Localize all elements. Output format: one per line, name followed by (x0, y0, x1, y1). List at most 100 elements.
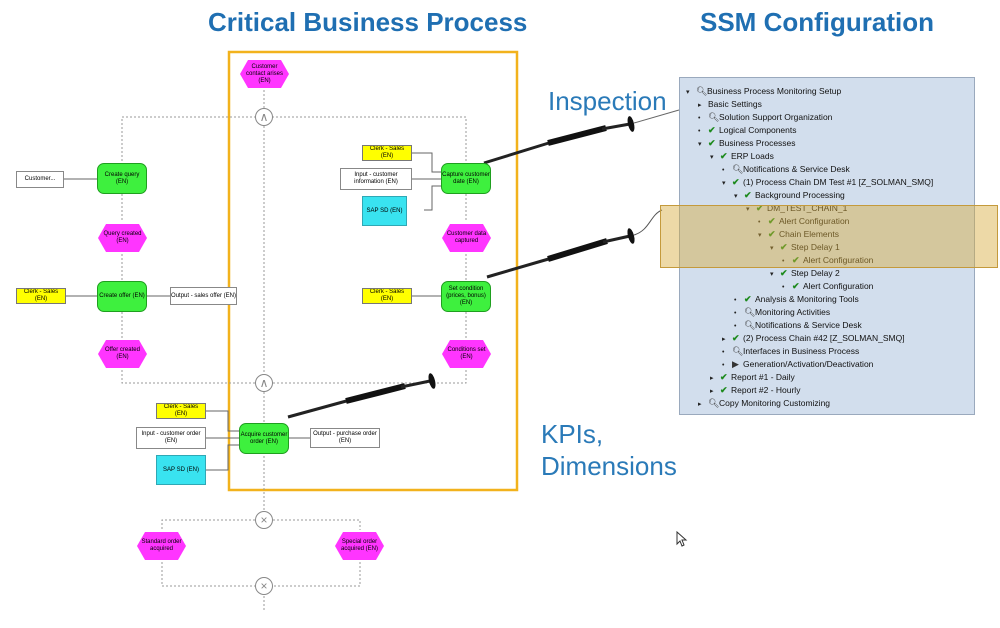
system-sap-sd-bottom[interactable]: SAP SD (EN) (156, 455, 206, 485)
tree-item[interactable]: •🔍︎Interfaces in Business Process (722, 345, 859, 358)
event-customer-contact[interactable]: Customer contact arises (EN) (245, 63, 284, 84)
tree-item-label: Alert Configuration (803, 255, 874, 265)
xor-connector-join[interactable]: × (255, 577, 273, 595)
collapsed-arrow-icon[interactable]: ▸ (710, 388, 714, 395)
tree-item[interactable]: •✔Alert Configuration (782, 280, 873, 293)
leaf-bullet-icon[interactable]: • (758, 219, 761, 226)
expanded-arrow-icon[interactable]: ▾ (710, 154, 714, 161)
leaf-bullet-icon[interactable]: • (698, 115, 701, 122)
event-conditions-set[interactable]: Conditions set (EN) (447, 347, 486, 360)
check-icon: ✔ (768, 229, 776, 239)
role-clerk-sales-capture[interactable]: Clerk - Sales (EN) (362, 145, 412, 161)
tree-item[interactable]: ▾✔(1) Process Chain DM Test #1 [Z_SOLMAN… (722, 176, 933, 189)
tree-item[interactable]: ▾✔Step Delay 1 (770, 241, 840, 254)
expanded-arrow-icon[interactable]: ▾ (770, 271, 774, 278)
tree-item[interactable]: ▾✔Chain Elements (758, 228, 839, 241)
check-icon: ✔ (744, 294, 752, 304)
check-icon: ✔ (756, 203, 764, 213)
event-customer-data-captured[interactable]: Customer data captured (446, 231, 487, 244)
event-offer-created[interactable]: Offer created (EN) (105, 347, 140, 360)
expanded-arrow-icon[interactable]: ▾ (770, 245, 774, 252)
tree-item[interactable]: • 🔍︎Notifications & Service Desk (722, 163, 850, 176)
function-acquire-customer-order[interactable]: Acquire customer order (EN) (239, 423, 289, 454)
function-create-query[interactable]: Create query (EN) (97, 163, 147, 194)
magnifier-icon: 🔍︎ (708, 112, 720, 122)
event-standard-order-acquired[interactable]: Standard order acquired (141, 539, 182, 552)
tree-item-label: Solution Support Organization (719, 112, 833, 122)
tree-item-label: Notifications & Service Desk (743, 164, 850, 174)
leaf-bullet-icon[interactable]: • (782, 258, 785, 265)
tree-item-label: Basic Settings (708, 99, 762, 109)
check-icon: ✔ (708, 125, 716, 135)
association-lines (64, 152, 441, 471)
tree-item-label: Alert Configuration (779, 216, 850, 226)
role-clerk-sales-condition[interactable]: Clerk - Sales (EN) (362, 288, 412, 304)
tree-item[interactable]: •✔Analysis & Monitoring Tools (734, 293, 859, 306)
collapsed-arrow-icon[interactable]: ▸ (698, 401, 702, 408)
output-sales-offer[interactable]: Output - sales offer (EN) (170, 287, 237, 305)
leaf-bullet-icon[interactable]: • (722, 167, 725, 174)
role-clerk-sales-order[interactable]: Clerk - Sales (EN) (156, 403, 206, 419)
function-create-offer[interactable]: Create offer (EN) (97, 281, 147, 312)
leaf-bullet-icon[interactable]: • (722, 362, 725, 369)
tree-item[interactable]: ▸✔Report #1 - Daily (710, 371, 795, 384)
tree-item[interactable]: •✔Alert Configuration (782, 254, 873, 267)
tree-item-label: Monitoring Activities (755, 307, 831, 317)
inspection-probe-2 (486, 209, 663, 279)
magnifier-icon: 🔍︎ (708, 398, 720, 408)
xor-connector-split[interactable]: × (255, 511, 273, 529)
expanded-arrow-icon[interactable]: ▾ (722, 180, 726, 187)
collapsed-arrow-icon[interactable]: ▸ (722, 336, 726, 343)
event-query-created[interactable]: Query created (EN) (103, 231, 142, 244)
expanded-arrow-icon[interactable]: ▾ (746, 206, 750, 213)
magnifier-icon: 🔍︎ (732, 346, 744, 356)
and-connector-middle[interactable]: ∧ (255, 374, 273, 392)
inspection-probe-1 (483, 109, 680, 165)
tree-item[interactable]: •✔Logical Components (698, 124, 797, 137)
and-connector-top[interactable]: ∧ (255, 108, 273, 126)
tree-item[interactable]: ▾✔Step Delay 2 (770, 267, 840, 280)
tree-item[interactable]: ▸ ✔Report #2 - Hourly (710, 384, 800, 397)
event-special-order-acquired[interactable]: Special order acquired (EN) (340, 539, 378, 552)
input-customer-order[interactable]: Input - customer order (EN) (136, 427, 206, 449)
tree-item[interactable]: •✔Alert Configuration (758, 215, 849, 228)
magnifier-icon: 🔍︎ (732, 164, 744, 174)
expanded-arrow-icon[interactable]: ▾ (686, 89, 690, 96)
title-critical-business-process: Critical Business Process (208, 7, 528, 37)
role-clerk-sales-left[interactable]: Clerk - Sales (EN) (16, 288, 66, 304)
tree-item-label: Report #2 - Hourly (731, 385, 801, 395)
tree-item[interactable]: ▸✔(2) Process Chain #42 [Z_SOLMAN_SMQ] (722, 332, 905, 345)
input-customer-information[interactable]: Input - customer information (EN) (340, 168, 412, 190)
tree-item[interactable]: •🔍︎Monitoring Activities (734, 306, 830, 319)
leaf-bullet-icon[interactable]: • (734, 297, 737, 304)
tree-item[interactable]: ▾✔Background Processing (734, 189, 845, 202)
collapsed-arrow-icon[interactable]: ▸ (710, 375, 714, 382)
tree-item[interactable]: •🔍︎Notifications & Service Desk (734, 319, 862, 332)
expanded-arrow-icon[interactable]: ▾ (698, 141, 702, 148)
function-set-condition[interactable]: Set condition (prices, bonus) (EN) (441, 281, 491, 312)
output-purchase-order[interactable]: Output - purchase order (EN) (310, 428, 380, 448)
check-icon: ✔ (708, 138, 716, 148)
tree-item[interactable]: ▸ Basic Settings (698, 98, 762, 111)
tree-item[interactable]: ▸🔍︎Copy Monitoring Customizing (698, 397, 830, 410)
expanded-arrow-icon[interactable]: ▾ (734, 193, 738, 200)
tree-item[interactable]: •▶Generation/Activation/Deactivation (722, 358, 873, 371)
function-capture-customer-date[interactable]: Capture customer date (EN) (441, 163, 491, 194)
check-icon: ✔ (720, 385, 728, 395)
ssm-configuration-tree[interactable]: ▾🔍︎Business Process Monitoring Setup ▸ Bas… (679, 77, 975, 415)
input-customer[interactable]: Customer... (16, 171, 64, 188)
tree-item[interactable]: ▾✔ERP Loads (710, 150, 774, 163)
leaf-bullet-icon[interactable]: • (734, 310, 737, 317)
collapsed-arrow-icon[interactable]: ▸ (698, 102, 702, 109)
leaf-bullet-icon[interactable]: • (722, 349, 725, 356)
leaf-bullet-icon[interactable]: • (782, 284, 785, 291)
leaf-bullet-icon[interactable]: • (734, 323, 737, 330)
leaf-bullet-icon[interactable]: • (698, 128, 701, 135)
tree-item-label: (1) Process Chain DM Test #1 [Z_SOLMAN_S… (743, 177, 934, 187)
tree-item[interactable]: ▾✔DM_TEST_CHAIN_1 (746, 202, 847, 215)
tree-item[interactable]: ▾🔍︎Business Process Monitoring Setup (686, 85, 841, 98)
expanded-arrow-icon[interactable]: ▾ (758, 232, 762, 239)
tree-item[interactable]: ▾✔Business Processes (698, 137, 796, 150)
system-sap-sd-right[interactable]: SAP SD (EN) (362, 196, 407, 226)
tree-item[interactable]: • 🔍︎Solution Support Organization (698, 111, 832, 124)
